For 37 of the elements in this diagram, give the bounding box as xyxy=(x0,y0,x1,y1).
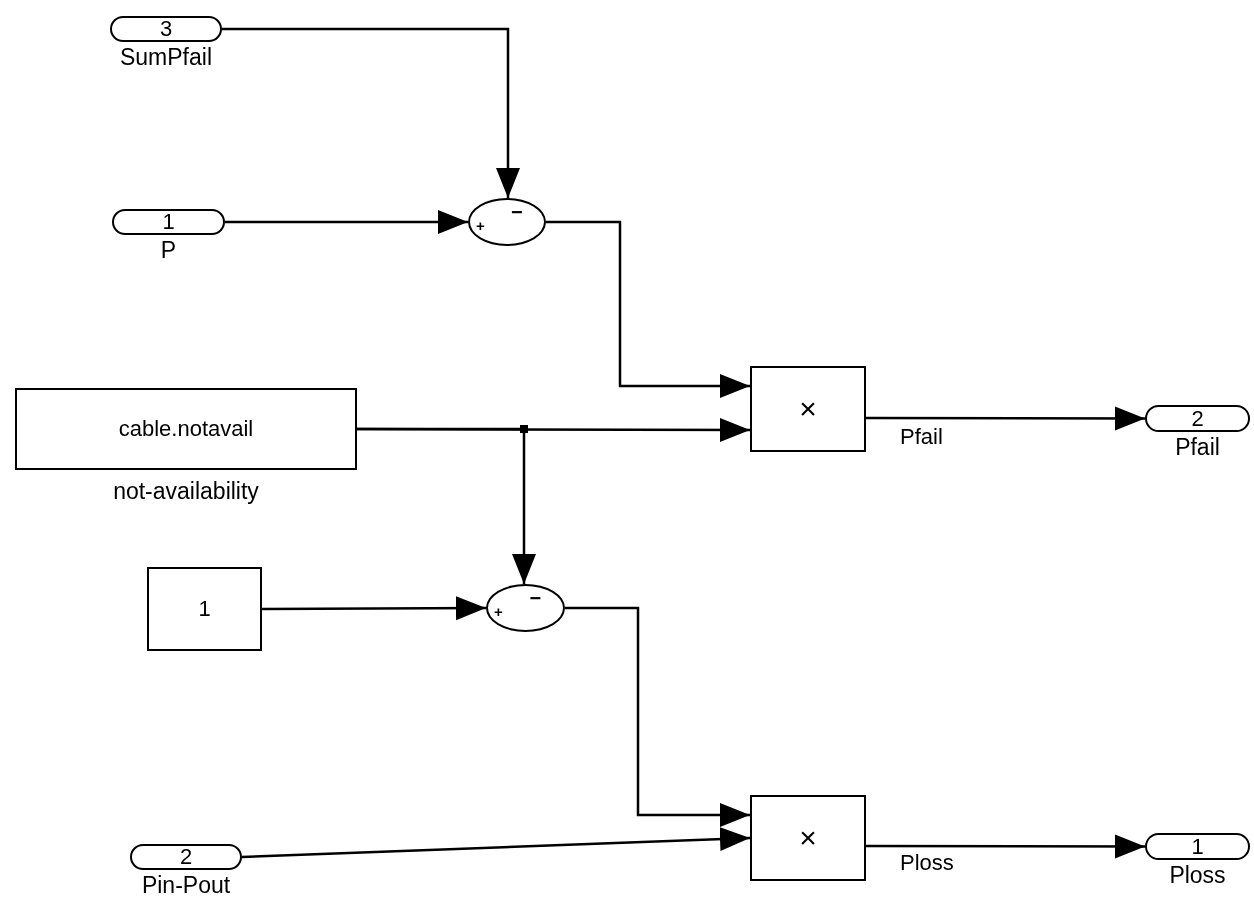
signal-arrow xyxy=(241,827,751,859)
port-number: 1 xyxy=(162,211,175,233)
block-caption: P xyxy=(160,239,177,262)
block-label: cable.notavail xyxy=(118,418,254,440)
signal-arrow xyxy=(262,596,486,621)
signal-arrow xyxy=(546,220,750,398)
port-number: 3 xyxy=(159,18,173,40)
port-number: 2 xyxy=(1191,407,1204,430)
signal-arrow xyxy=(866,406,1145,431)
plus-sign: + xyxy=(476,218,485,233)
port-block xyxy=(110,16,222,42)
minus-sign: − xyxy=(529,588,542,608)
port-block xyxy=(130,844,242,870)
block-caption: Ploss xyxy=(1169,864,1226,887)
port-number: 1 xyxy=(1191,835,1204,858)
constant-block xyxy=(147,567,262,651)
block-caption: SumPfail xyxy=(120,46,212,69)
block-caption: not-availability xyxy=(113,480,259,503)
constant-block xyxy=(15,388,357,470)
signal-arrow xyxy=(866,834,1145,859)
signal-arrow xyxy=(357,427,536,584)
port-block xyxy=(1145,405,1250,432)
multiply-sign: × xyxy=(799,823,817,853)
block-label: 1 xyxy=(198,598,211,620)
block-caption: Pfail xyxy=(1175,436,1220,459)
port-block xyxy=(1145,833,1250,860)
signal-arrow xyxy=(222,27,520,198)
signal-arrow xyxy=(565,606,750,827)
signal-arrow xyxy=(225,210,468,234)
port-block xyxy=(112,209,225,235)
plus-sign: + xyxy=(494,604,503,619)
product-block xyxy=(750,795,866,881)
block-caption: Pin-Pout xyxy=(141,874,231,897)
product-block xyxy=(750,366,866,452)
multiply-sign: × xyxy=(799,394,817,424)
minus-sign: − xyxy=(511,202,523,222)
port-number: 2 xyxy=(179,846,193,868)
